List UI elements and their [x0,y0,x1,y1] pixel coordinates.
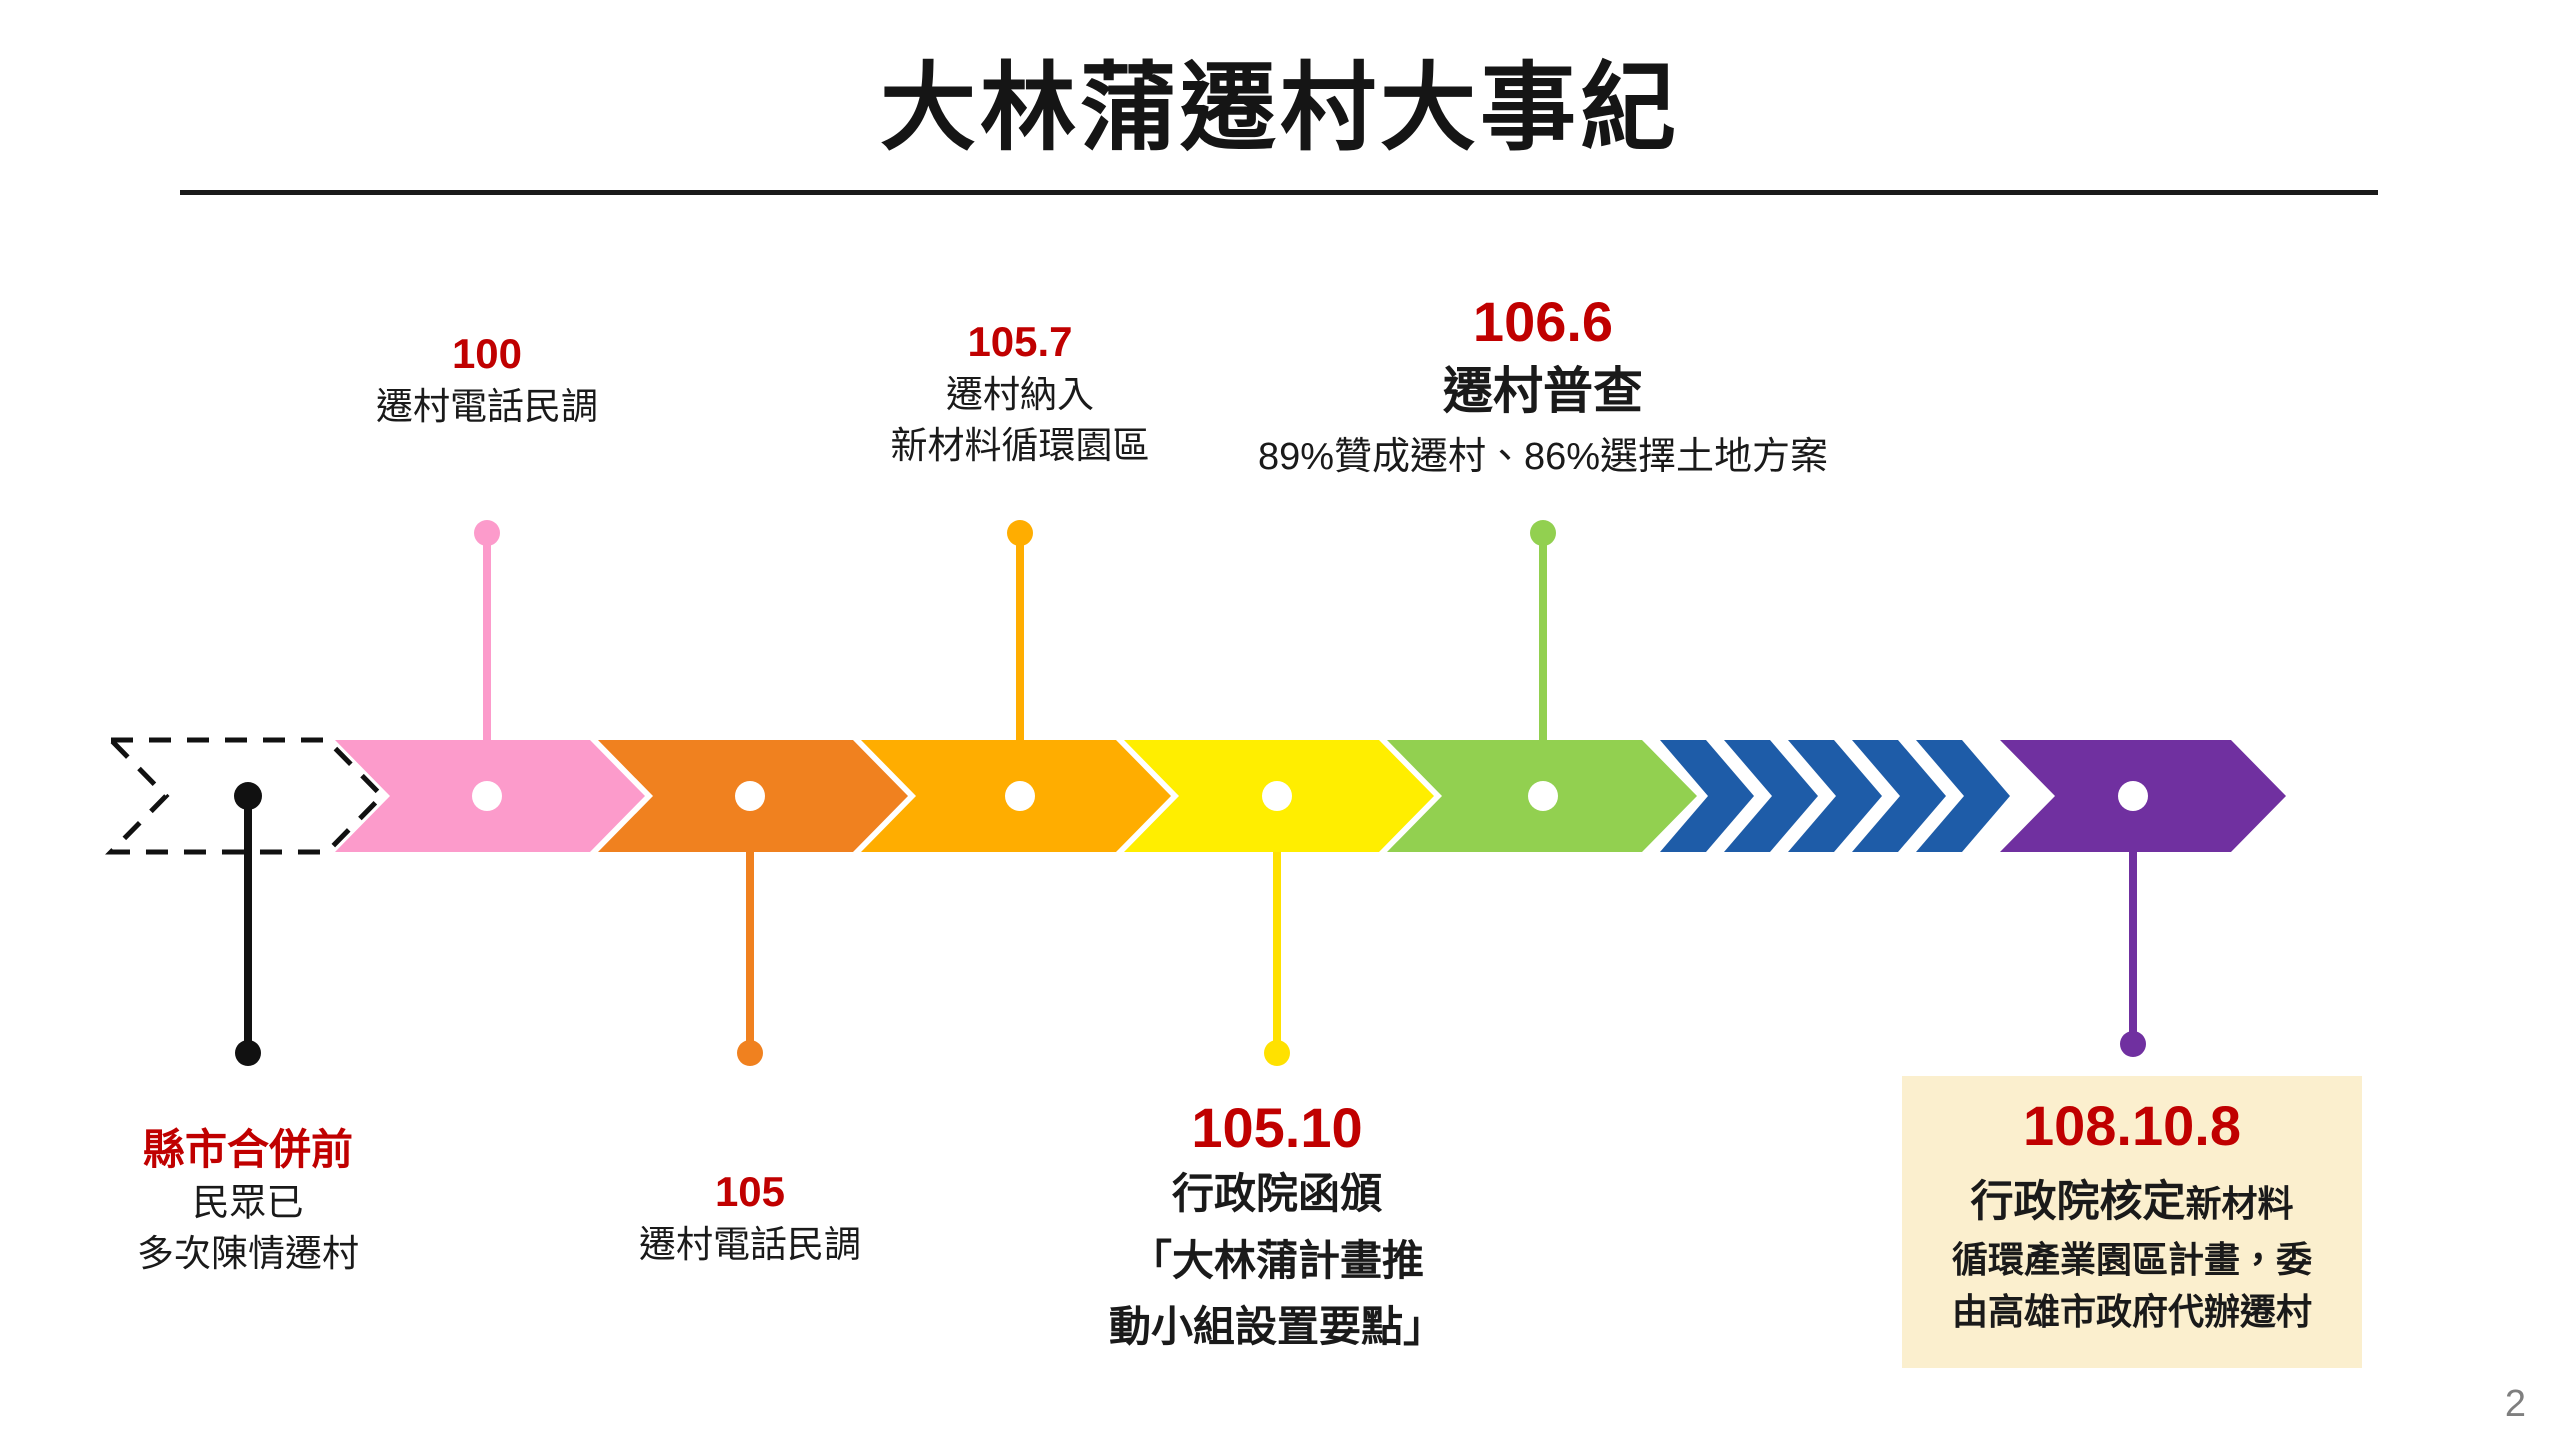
stem-dot-amber [1007,520,1033,546]
event-date: 105.7 [967,318,1073,365]
event-line: 新材料循環園區 [890,425,1150,467]
chevron-blue-2 [1724,740,1818,852]
event-line: 遷村電話民調 [376,385,598,427]
event-heading: 遷村普查 [1443,363,1643,420]
event-date: 108.10.8 [2023,1094,2241,1157]
marker-dot-purple [2118,781,2148,811]
page-number: 2 [2504,1383,2526,1425]
page-title: 大林蒲遷村大事紀 [880,55,1680,162]
event-lead-bold: 行政院核定 [1970,1178,2186,1227]
event-date: 105.10 [1191,1096,1363,1159]
marker-dot-pink [472,781,502,811]
event-105-7: 105.7 遷村納入 新材料循環園區 [891,316,1150,472]
event-105-10: 105.10 行政院函頒 「大林蒲計畫推 動小組設置要點」 [1109,1094,1445,1360]
event-line: 民眾已 [192,1181,304,1223]
event-date: 106.6 [1472,290,1614,353]
event-line: 行政院函頒 [1171,1170,1383,1218]
stem-dot-orange [737,1040,763,1066]
title-underline [180,190,2378,195]
event-line: 多次陳情遷村 [137,1233,359,1275]
event-106-6: 106.6 遷村普查 89%贊成遷村、86%選擇土地方案 [1258,288,1828,483]
stem-dot-pink [474,520,500,546]
marker-dot-orange [735,781,765,811]
event-line: 遷村電話民調 [639,1223,861,1265]
stem-dot-green [1530,520,1556,546]
event-date: 105 [714,1168,786,1215]
marker-dot-black [234,782,262,810]
event-date: 100 [451,330,523,377]
stem-dot-yellow [1264,1040,1290,1066]
event-line: 由高雄市政府代辦遷村 [1951,1290,2312,1332]
event-pre-merger: 縣市合併前 民眾已 多次陳情遷村 [137,1124,359,1280]
event-line: 行政院核定新材料 [1902,1171,2362,1233]
event-100: 100 遷村電話民調 [376,328,598,432]
marker-dot-yellow [1262,781,1292,811]
chevron-blue-4 [1852,740,1946,852]
chevron-blue-5 [1916,740,2010,852]
event-line: 動小組設置要點」 [1108,1302,1446,1350]
event-108-10-8: 108.10.8 行政院核定新材料 循環產業園區計畫，委 由高雄市政府代辦遷村 [1902,1076,2362,1368]
event-date: 縣市合併前 [142,1126,353,1173]
event-105: 105 遷村電話民調 [639,1166,861,1270]
event-line: 89%贊成遷村、86%選擇土地方案 [1257,436,1829,479]
chevron-blue-1 [1660,740,1754,852]
stem-dot-black [235,1040,261,1066]
event-line: 循環產業園區計畫，委 [1951,1238,2312,1280]
marker-dot-green [1528,781,1558,811]
stem-dot-purple [2120,1031,2146,1057]
event-lead-rest: 新材料 [2185,1183,2294,1225]
event-line: 遷村納入 [946,373,1094,415]
marker-dot-amber [1005,781,1035,811]
event-line: 「大林蒲計畫推 [1129,1236,1425,1284]
chevron-blue-3 [1788,740,1882,852]
